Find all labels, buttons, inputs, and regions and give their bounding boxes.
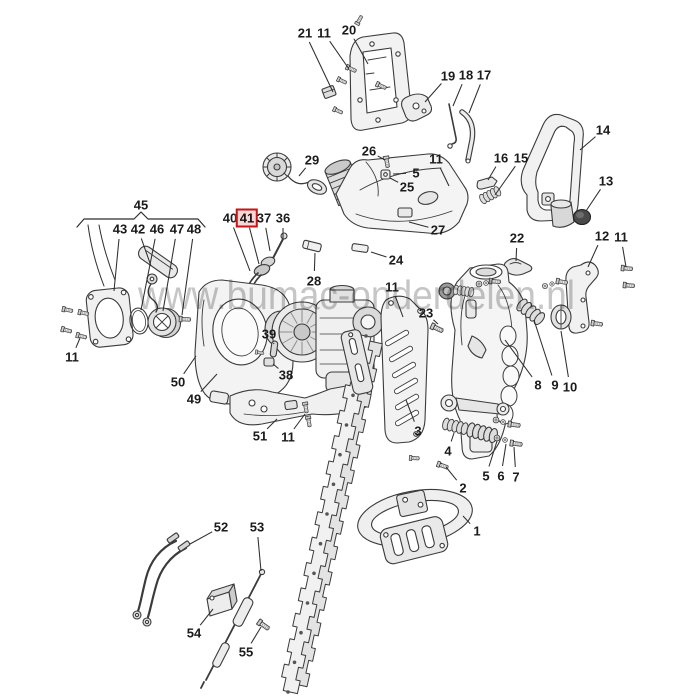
screw-part <box>255 618 272 632</box>
blade-mount-arm-part <box>440 394 510 416</box>
grommet-part <box>380 169 391 180</box>
clamp-block-part <box>263 357 275 367</box>
cap-knob-part <box>550 304 572 330</box>
washer-part <box>493 434 501 442</box>
screw-part <box>408 455 420 462</box>
washer-part <box>492 416 500 424</box>
screw-part <box>75 331 88 341</box>
cable-sleeve-part <box>206 583 238 617</box>
screw-part <box>509 439 524 448</box>
pin-part <box>269 340 279 358</box>
choke-link-part <box>459 109 476 164</box>
screw-part <box>60 325 73 335</box>
hand-guard-part <box>357 489 473 565</box>
fuel-hose-piece-part <box>302 239 322 253</box>
group-bracket-45 <box>76 211 206 287</box>
side-cover-part <box>380 295 429 444</box>
rear-handle-frame-part <box>321 14 412 131</box>
front-handle-part <box>520 113 584 228</box>
wire-harness-part <box>132 532 191 627</box>
starter-assembly-part <box>85 245 192 348</box>
fuel-hose-piece-part <box>351 243 369 253</box>
lock-lever-part <box>476 176 498 190</box>
fuel-cap-part <box>262 152 328 195</box>
bottom-cover-part <box>229 382 373 426</box>
starter-rope-part <box>147 283 159 313</box>
fuel-tank-part <box>324 153 469 235</box>
screw-part <box>304 415 313 428</box>
clip-part <box>502 257 533 276</box>
leader-lines <box>75 38 627 644</box>
washer-part <box>500 419 506 425</box>
screw-part <box>590 319 604 328</box>
screw-part <box>61 305 74 315</box>
screw-part <box>507 420 522 429</box>
starter-handle-part <box>137 245 179 279</box>
washer-part <box>502 437 508 443</box>
throttle-trigger-part <box>401 93 433 122</box>
screw-part <box>429 322 445 335</box>
cutter-blade-part <box>281 329 383 695</box>
rubber-buffer-part <box>321 85 337 99</box>
handle-lock-knob-part <box>572 208 592 226</box>
screw-part <box>620 264 634 273</box>
left-housing-part <box>194 279 294 405</box>
watermark: www.bumac-onderdelen.nl <box>137 272 575 318</box>
throttle-rod-part <box>447 103 457 149</box>
screw-part <box>622 281 636 290</box>
throttle-cable-part <box>200 568 266 689</box>
